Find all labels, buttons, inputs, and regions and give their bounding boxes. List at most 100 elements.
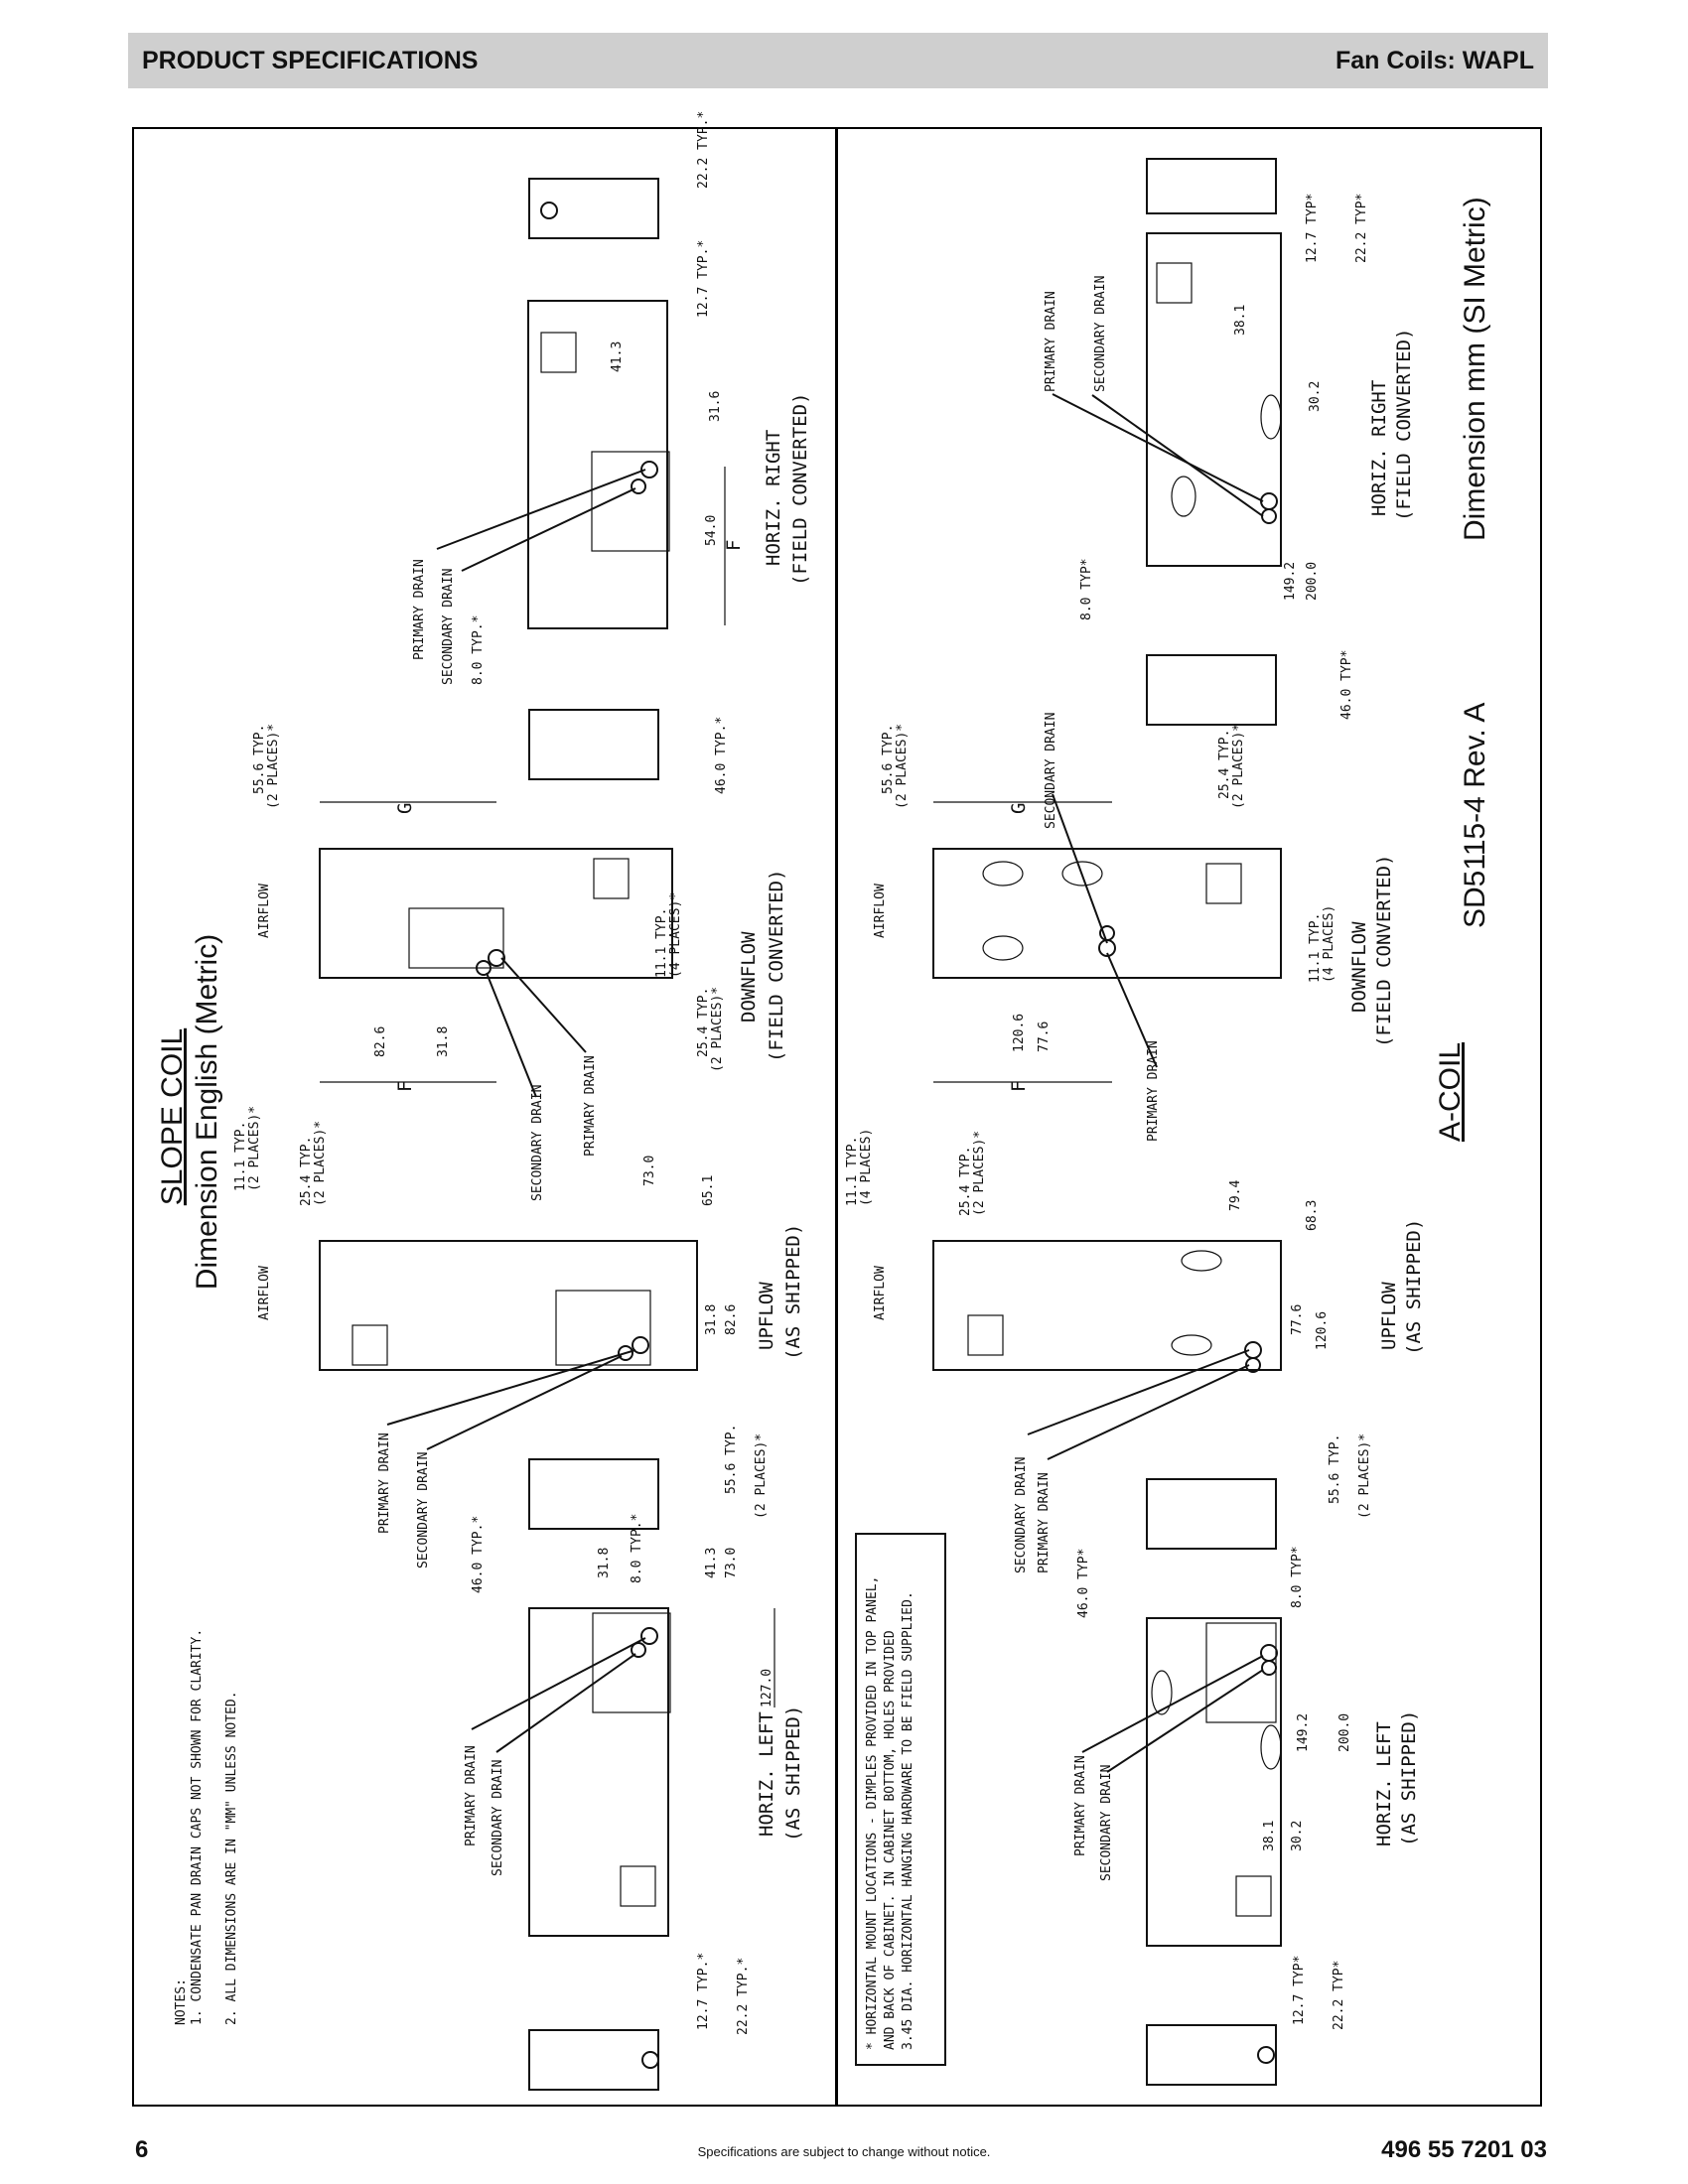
primary-drain-label: PRIMARY DRAIN xyxy=(1037,1472,1052,1573)
dim-text: 38.1 xyxy=(1233,305,1248,336)
product-name: Fan Coils: WAPL xyxy=(1336,46,1534,74)
side-view-bottom xyxy=(528,2029,659,2091)
dim-text: 8.0 TYP.* xyxy=(471,615,486,685)
slope-horiz-right-view: PRIMARY DRAIN SECONDARY DRAIN HORIZ. RIG… xyxy=(412,111,811,794)
drawing-number: SD5115-4 Rev. A xyxy=(1459,703,1491,928)
slope-coil-title: SLOPE COIL xyxy=(156,1028,189,1205)
cabinet-cutout xyxy=(1171,1334,1212,1356)
hanging-note-line: 3.45 DIA. HORIZONTAL HANGING HARDWARE TO… xyxy=(901,1591,915,2050)
dim-text: 8.0 TYP.* xyxy=(630,1514,644,1583)
cabinet-outline xyxy=(528,1607,669,1937)
secondary-drain-label: SECONDARY DRAIN xyxy=(1093,276,1108,392)
leader-line xyxy=(471,1637,646,1730)
secondary-drain-port xyxy=(631,1642,646,1658)
dim-text: (4 PLACES) xyxy=(859,1129,874,1206)
page-header: PRODUCT SPECIFICATIONS Fan Coils: WAPL xyxy=(128,33,1548,88)
access-panel xyxy=(593,858,630,899)
secondary-drain-port xyxy=(476,960,492,976)
dim-text: 120.6 xyxy=(1315,1311,1330,1350)
dim-text: 11.1 TYP. xyxy=(654,908,669,978)
cabinet-cutout xyxy=(982,935,1024,961)
dim-text: 46.0 TYP* xyxy=(1339,650,1354,720)
dim-text: 46.0 TYP* xyxy=(1076,1549,1091,1618)
dim-text: 31.8 xyxy=(704,1304,719,1335)
secondary-drain-port xyxy=(631,478,646,494)
side-port xyxy=(641,2051,659,2069)
leader-line xyxy=(1106,1669,1264,1773)
dim-text: 12.7 TYP.* xyxy=(696,1953,711,2030)
cabinet-cutout xyxy=(982,861,1024,887)
a-horiz-right-view: PRIMARY DRAIN SECONDARY DRAIN HORIZ. RIG… xyxy=(1044,158,1415,726)
dim-text: 149.2 xyxy=(1283,562,1298,601)
dim-text: 41.3 xyxy=(704,1548,719,1578)
leader-line xyxy=(436,469,646,550)
view-label: DOWNFLOW xyxy=(1348,921,1370,1013)
dim-text: 65.1 xyxy=(701,1175,716,1206)
cabinet-outline xyxy=(932,1240,1282,1371)
view-label: UPFLOW xyxy=(1378,1282,1400,1350)
access-panel xyxy=(352,1324,388,1366)
a-upflow-view: AIRFLOW UPFLOW (AS SHIPPED) SECONDARY DR… xyxy=(845,1129,1425,1573)
slope-downflow-view: AIRFLOW DOWNFLOW (FIELD CONVERTED) PRIMA… xyxy=(252,724,787,1201)
dim-text: 79.4 xyxy=(1228,1180,1243,1211)
dim-text: 200.0 xyxy=(1305,562,1320,601)
cabinet-cutout xyxy=(1061,861,1103,887)
a-coil-title: A-COIL xyxy=(1434,1042,1467,1142)
view-sublabel: (FIELD CONVERTED) xyxy=(789,393,811,586)
dim-text: (4 PLACES) xyxy=(1322,905,1336,983)
airflow-label: AIRFLOW xyxy=(257,884,272,938)
dim-text: 25.4 TYP. xyxy=(696,988,711,1057)
page-number: 6 xyxy=(135,2136,149,2163)
dim-text: 55.6 TYP. xyxy=(881,725,896,794)
document-number: 496 55 7201 03 xyxy=(1381,2136,1547,2163)
secondary-drain-label: SECONDARY DRAIN xyxy=(530,1085,545,1201)
dim-text: 82.6 xyxy=(373,1026,388,1057)
panel-divider xyxy=(835,129,838,2105)
view-label: UPFLOW xyxy=(756,1282,777,1350)
primary-drain-label: PRIMARY DRAIN xyxy=(377,1433,392,1534)
dim-text: 22.2 TYP* xyxy=(1332,1961,1346,2030)
drain-port xyxy=(1099,925,1115,941)
dim-text: (2 PLACES)* xyxy=(972,1131,987,1216)
leader-line xyxy=(1052,393,1264,502)
secondary-drain-label: SECONDARY DRAIN xyxy=(1014,1457,1029,1573)
section-title: PRODUCT SPECIFICATIONS xyxy=(142,46,479,74)
secondary-drain-label: SECONDARY DRAIN xyxy=(1099,1765,1114,1881)
dim-text: 68.3 xyxy=(1305,1200,1320,1231)
drain-pan xyxy=(1205,1622,1277,1723)
side-view-bottom xyxy=(1146,654,1277,726)
view-sublabel: (FIELD CONVERTED) xyxy=(1373,855,1395,1047)
dim-text: (2 PLACES)* xyxy=(1357,1433,1372,1519)
primary-drain-label: PRIMARY DRAIN xyxy=(1073,1755,1088,1856)
secondary-drain-label: SECONDARY DRAIN xyxy=(491,1760,505,1876)
cabinet-cutout xyxy=(1260,1724,1282,1770)
cabinet-cutout xyxy=(1181,1250,1222,1272)
leader-line xyxy=(1047,1364,1250,1460)
dim-text: 38.1 xyxy=(1262,1821,1277,1851)
dim-text: (2 PLACES)* xyxy=(754,1433,769,1519)
airflow-label: AIRFLOW xyxy=(873,1266,888,1320)
hanging-note-box xyxy=(855,1533,946,2066)
dim-text: 25.4 TYP. xyxy=(1217,730,1232,799)
dim-text: 30.2 xyxy=(1308,381,1323,412)
leader-line xyxy=(1027,1349,1250,1435)
dim-text: 73.0 xyxy=(642,1156,657,1186)
secondary-drain-port xyxy=(1261,1660,1277,1676)
view-sublabel: (AS SHIPPED) xyxy=(782,1224,804,1360)
a-horiz-left-view: PRIMARY DRAIN SECONDARY DRAIN HORIZ. LEF… xyxy=(1073,1478,1420,2086)
primary-drain-port xyxy=(640,1627,658,1645)
leader-line xyxy=(1052,793,1108,944)
side-view-top xyxy=(528,1458,659,1530)
view-label: HORIZ. LEFT xyxy=(1373,1721,1395,1846)
dim-text: 41.3 xyxy=(610,341,625,372)
dim-text: 82.6 xyxy=(724,1304,739,1335)
dim-f-label: F xyxy=(394,1081,416,1092)
secondary-drain-port xyxy=(618,1345,633,1361)
dim-text: 31.6 xyxy=(708,391,723,422)
secondary-drain-label: SECONDARY DRAIN xyxy=(416,1452,431,1569)
dim-text: 46.0 TYP.* xyxy=(714,717,729,794)
dim-g-label: G xyxy=(1008,803,1030,814)
primary-drain-port xyxy=(1245,1357,1261,1373)
dim-text: 11.1 TYP. xyxy=(845,1137,860,1206)
